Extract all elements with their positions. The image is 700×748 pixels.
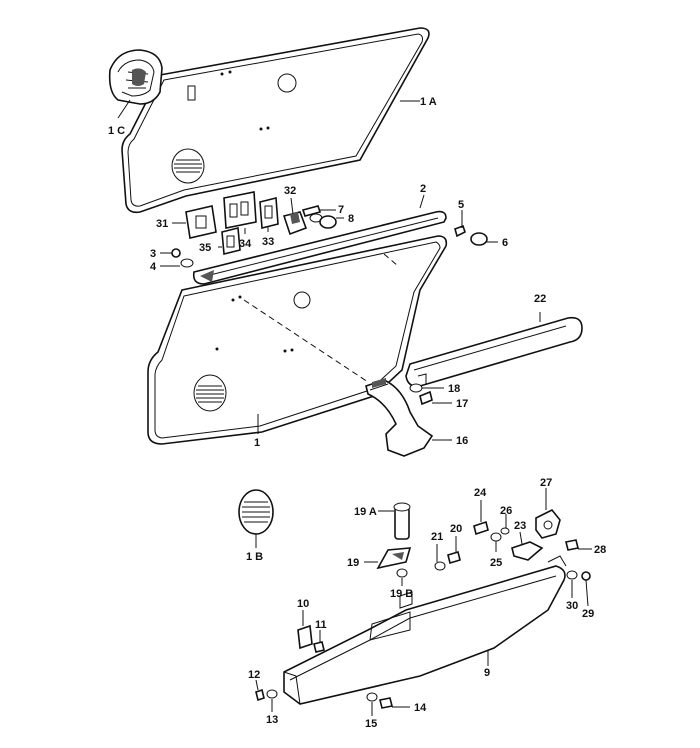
switch-33 bbox=[259, 196, 279, 230]
callout-5: 5 bbox=[458, 199, 464, 211]
callout-2: 2 bbox=[420, 183, 426, 195]
callout-16: 16 bbox=[456, 435, 468, 447]
screw-28 bbox=[565, 539, 579, 551]
callout-7: 7 bbox=[338, 204, 344, 216]
screw-24 bbox=[473, 520, 489, 536]
callout-27: 27 bbox=[540, 477, 552, 489]
switch-32 bbox=[282, 211, 308, 236]
lower-pocket-9 bbox=[283, 555, 567, 705]
screw-12 bbox=[255, 688, 265, 702]
washer-25 bbox=[490, 532, 502, 542]
screw-17 bbox=[419, 390, 433, 406]
washer-13 bbox=[266, 689, 278, 699]
washer-18 bbox=[409, 383, 423, 393]
callout-19b: 19 B bbox=[390, 588, 413, 600]
callout-1b: 1 B bbox=[246, 551, 263, 563]
armrest-bracket-16 bbox=[365, 378, 434, 457]
callout-22: 22 bbox=[534, 293, 546, 305]
callout-25: 25 bbox=[490, 557, 502, 569]
callout-28: 28 bbox=[594, 544, 606, 556]
screw-11 bbox=[313, 641, 325, 653]
screw-3 bbox=[171, 248, 181, 258]
alignment-line-b bbox=[243, 299, 369, 383]
callout-6: 6 bbox=[502, 237, 508, 249]
callout-1: 1 bbox=[254, 437, 260, 449]
callout-3: 3 bbox=[150, 248, 156, 260]
callout-23: 23 bbox=[514, 520, 526, 532]
armrest-22 bbox=[405, 316, 583, 388]
switch-31 bbox=[185, 205, 217, 239]
callout-32: 32 bbox=[284, 185, 296, 197]
screw-5 bbox=[454, 224, 466, 238]
screw-20 bbox=[447, 550, 461, 565]
trim-strip-2 bbox=[192, 210, 447, 285]
clip-10 bbox=[297, 624, 313, 650]
callout-26: 26 bbox=[500, 505, 512, 517]
nut-19b bbox=[396, 568, 408, 578]
callout-9: 9 bbox=[484, 667, 490, 679]
callout-18: 18 bbox=[448, 383, 460, 395]
switch-35 bbox=[221, 226, 241, 256]
switch-34 bbox=[223, 191, 257, 229]
callout-4: 4 bbox=[150, 261, 157, 273]
washer-15 bbox=[366, 692, 378, 702]
washer-26 bbox=[500, 527, 510, 535]
screw-7 bbox=[301, 205, 322, 217]
bracket-1c bbox=[108, 49, 163, 105]
washer-4 bbox=[180, 258, 194, 268]
callout-15: 15 bbox=[365, 718, 377, 730]
callout-34: 34 bbox=[239, 238, 252, 250]
callout-17: 17 bbox=[456, 398, 468, 410]
door-panel-upper bbox=[121, 27, 430, 214]
callout-20: 20 bbox=[450, 523, 462, 535]
clip-19 bbox=[376, 547, 412, 570]
callout-31: 31 bbox=[156, 218, 168, 230]
callout-8: 8 bbox=[348, 213, 354, 225]
pin-19a bbox=[393, 502, 411, 540]
washer-30 bbox=[566, 570, 578, 580]
block-23 bbox=[511, 541, 544, 561]
lock-27 bbox=[535, 508, 561, 539]
callout-19a: 19 A bbox=[354, 506, 377, 518]
callout-35: 35 bbox=[199, 242, 211, 254]
speaker-grille-1b bbox=[238, 489, 274, 535]
callout-14: 14 bbox=[414, 702, 427, 714]
callout-24: 24 bbox=[474, 487, 487, 499]
callout-10: 10 bbox=[297, 598, 309, 610]
callout-33: 33 bbox=[262, 236, 274, 248]
callout-13: 13 bbox=[266, 714, 278, 726]
leader-lines bbox=[117, 99, 592, 716]
screw-29 bbox=[581, 571, 591, 581]
knob-8 bbox=[319, 215, 337, 229]
callout-1c: 1 C bbox=[108, 125, 125, 137]
callout-12: 12 bbox=[248, 669, 260, 681]
callout-11: 11 bbox=[315, 619, 327, 631]
callout-19: 19 bbox=[347, 557, 359, 569]
callout-1a: 1 A bbox=[420, 96, 437, 108]
screw-14 bbox=[379, 697, 393, 709]
alignment-line-a bbox=[383, 253, 399, 267]
callout-labels: 1 A 1 C 2 32 7 8 5 6 31 34 33 35 3 4 22 … bbox=[108, 96, 606, 730]
callout-29: 29 bbox=[582, 608, 594, 620]
callout-21: 21 bbox=[431, 531, 443, 543]
washer-21 bbox=[434, 561, 446, 571]
cap-6 bbox=[470, 232, 488, 246]
callout-30: 30 bbox=[566, 600, 578, 612]
